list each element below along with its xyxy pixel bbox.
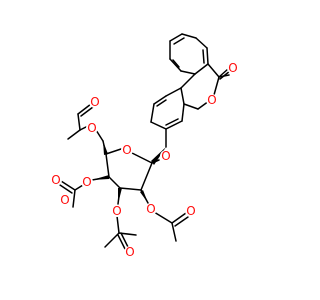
- oxygen-atom-label: O: [185, 204, 197, 218]
- atom-symbol: O: [161, 149, 170, 163]
- atom-symbol: O: [51, 173, 60, 187]
- oxygen-atom-label: O: [121, 143, 133, 157]
- bond-lines: [59, 33, 231, 250]
- oxygen-atom-label: O: [145, 202, 157, 216]
- oxygen-atom-label: O: [81, 175, 93, 189]
- oxygen-atom-label: O: [59, 193, 71, 207]
- oxygen-atom-label: O: [50, 173, 62, 187]
- atom-symbol: O: [90, 95, 99, 109]
- atom-symbol: O: [228, 61, 237, 75]
- atom-symbol: O: [82, 175, 91, 189]
- atom-symbol: O: [125, 245, 134, 259]
- atom-symbol: O: [87, 121, 96, 135]
- oxygen-atom-label: O: [86, 121, 98, 135]
- oxygen-atom-label: O: [206, 93, 218, 107]
- oxygen-atom-label: O: [124, 245, 136, 259]
- atom-symbol: O: [112, 204, 121, 218]
- atom-symbol: O: [186, 204, 195, 218]
- atom-symbol: O: [122, 143, 131, 157]
- oxygen-atom-label: O: [227, 61, 239, 75]
- oxygen-atom-label: O: [89, 95, 101, 109]
- oxygen-atom-label: O: [160, 149, 172, 163]
- atom-symbol: O: [207, 93, 216, 107]
- atom-symbol: O: [146, 202, 155, 216]
- atom-symbol: O: [60, 193, 69, 207]
- oxygen-atom-label: O: [111, 204, 123, 218]
